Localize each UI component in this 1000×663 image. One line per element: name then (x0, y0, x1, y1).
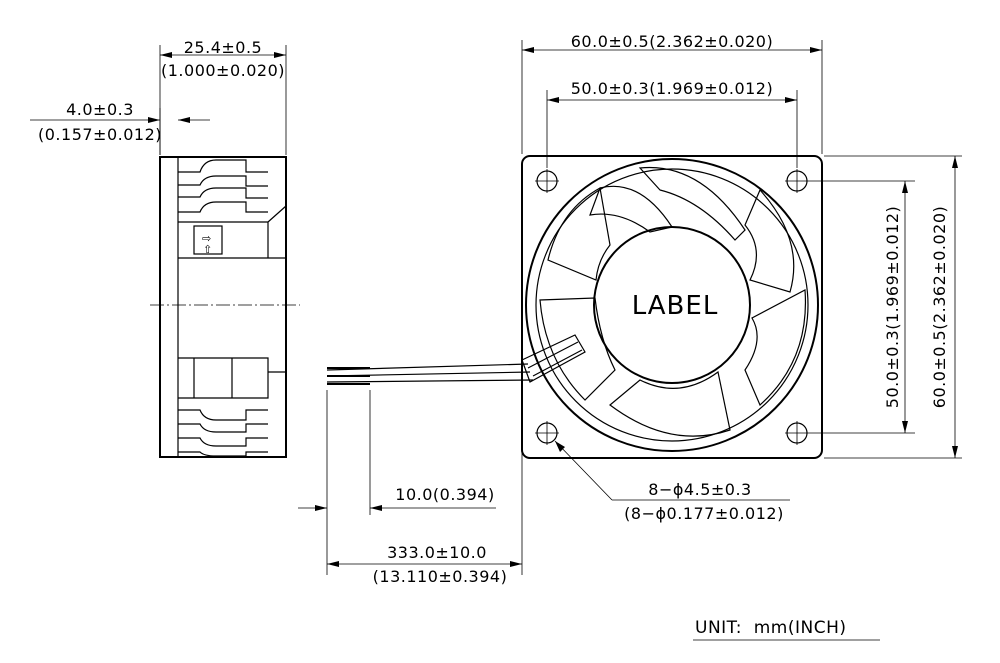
arrow-head (952, 156, 958, 168)
outer-height-dim-text: 60.0±0.5(2.362±0.020) (930, 206, 949, 408)
arrow-head (902, 181, 908, 193)
arrow-head (902, 421, 908, 433)
flange-dim-text: 4.0±0.3 (66, 100, 134, 119)
arrow-head (555, 441, 565, 452)
fan-blade (589, 185, 673, 233)
fan-opening (525, 158, 819, 452)
side-view-outline (159, 156, 287, 458)
side-hub-lower (178, 357, 286, 399)
arrow-head (810, 47, 822, 53)
arrow-head (274, 52, 286, 58)
length-dim-inch-text: (13.110±0.394) (373, 567, 508, 586)
fan-blade (609, 370, 731, 437)
side-rib-upper-2 (178, 187, 268, 213)
fan-frame-outline (521, 155, 823, 459)
fan-blade (539, 297, 616, 401)
hole-leader-line (554, 440, 613, 501)
lead-exit-wires (527, 341, 583, 377)
arrow-head (510, 561, 522, 567)
flange-dim-inch-text: (0.157±0.012) (38, 125, 162, 144)
strip-dim-text: 10.0(0.394) (395, 485, 494, 504)
arrow-head (327, 561, 339, 567)
unit-note: UNIT: mm(INCH) (695, 618, 847, 638)
lead-wires: 10.0(0.394) 333.0±10.0 (13.110±0.394) (298, 363, 534, 586)
outer-width-dim-text: 60.0±0.5(2.362±0.020) (571, 32, 773, 51)
depth-dim-inch-text: (1.000±0.020) (161, 61, 285, 80)
hole-dim-inch-text: (8−ϕ0.177±0.012) (624, 504, 784, 523)
side-view: ⇨ ⇧ 25.4±0.5 (1.000±0.020) 4.0±0.3 (0.15… (30, 38, 300, 458)
arrow-head (315, 505, 327, 511)
side-hub-upper (178, 205, 287, 259)
arrow-head (148, 117, 160, 123)
arrow-head (522, 47, 534, 53)
arrow-head (785, 97, 797, 103)
length-dim-text: 333.0±10.0 (387, 543, 487, 562)
arrow-head (370, 505, 382, 511)
arrow-head (160, 52, 172, 58)
hole-pitch-vertical-dim-text: 50.0±0.3(1.969±0.012) (883, 206, 902, 408)
side-label-box (193, 225, 223, 255)
label-text: LABEL (632, 291, 719, 321)
side-rib-lower-2 (178, 437, 268, 457)
arrow-head (952, 446, 958, 458)
front-view: LABEL 60.0±0.5(2.362±0.020) 50.0±0.3(1.9… (521, 32, 962, 523)
lead-exit-clip (521, 334, 586, 383)
fan-blade (547, 187, 611, 281)
depth-dim-text: 25.4±0.5 (184, 38, 262, 57)
rotation-arrow-icon: ⇧ (203, 243, 212, 256)
fan-blade (744, 289, 807, 407)
side-rib-upper-1 (178, 159, 268, 187)
fan-blade (638, 166, 746, 241)
hole-pitch-dim-text: 50.0±0.3(1.969±0.012) (571, 79, 773, 98)
lead-wire (326, 379, 534, 383)
hole-crosshairs (535, 169, 809, 445)
fan-blade (744, 188, 795, 293)
arrow-head (178, 117, 190, 123)
arrow-head (547, 97, 559, 103)
fan-opening-inner (535, 168, 809, 442)
airflow-arrow-icon: ⇨ (202, 232, 211, 245)
hole-dim-text: 8−ϕ4.5±0.3 (648, 480, 751, 499)
side-rib-lower-1 (178, 409, 268, 433)
